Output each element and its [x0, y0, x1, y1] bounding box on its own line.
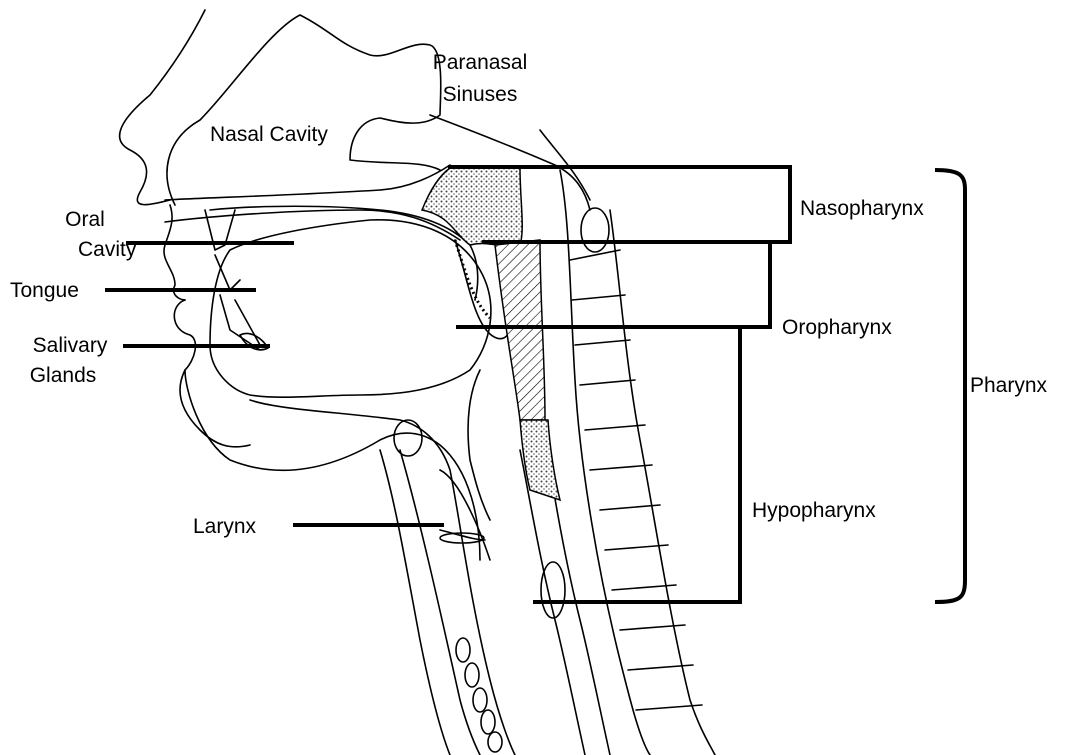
- skull-outline: [167, 15, 441, 205]
- hypopharynx-bracket: [535, 327, 740, 602]
- pharynx-label: Pharynx: [970, 373, 1047, 398]
- paranasal-sinuses-label: Paranasal Sinuses: [410, 50, 550, 107]
- upper-teeth: [205, 210, 240, 290]
- salivary-label-line2: Glands: [20, 363, 106, 388]
- paranasal-label-line1: Paranasal: [410, 50, 550, 75]
- larynx-outline: [440, 470, 490, 560]
- larynx-label: Larynx: [193, 514, 256, 539]
- spine-back: [610, 210, 715, 755]
- tongue-outline: [210, 220, 491, 397]
- oropharynx-label: Oropharynx: [782, 315, 892, 340]
- oral-label-line2: Cavity: [78, 237, 130, 262]
- nasal-cavity-label: Nasal Cavity: [210, 122, 328, 147]
- oral-label-line1: Oral: [40, 207, 130, 232]
- hyoid-bone: [394, 420, 422, 456]
- hypopharynx-tissue: [520, 420, 560, 500]
- paranasal-label-line2: Sinuses: [410, 82, 550, 107]
- neck-inner-1: [380, 450, 450, 755]
- tongue-label: Tongue: [10, 278, 79, 303]
- vertebrae: [570, 250, 702, 710]
- nasopharynx-tissue: [422, 168, 522, 246]
- hypopharynx-label: Hypopharynx: [752, 498, 876, 523]
- pharynx-brace: [935, 170, 965, 602]
- nasal-cavity-line: [165, 165, 450, 200]
- nasopharynx-label: Nasopharynx: [800, 196, 924, 221]
- neck-front: [250, 400, 515, 755]
- spine-front: [560, 170, 650, 755]
- atlas-vertebra: [581, 208, 609, 252]
- pharyngeal-wall: [495, 240, 545, 420]
- hard-palate: [210, 206, 478, 300]
- oral-cavity-label: Oral Cavity: [40, 207, 130, 262]
- neck-inner-2: [400, 450, 480, 755]
- lower-teeth: [220, 295, 260, 350]
- salivary-label-line1: Salivary: [20, 333, 120, 358]
- trachea-rings: [456, 638, 502, 752]
- face-profile-outline: [120, 10, 205, 205]
- salivary-glands-label: Salivary Glands: [20, 333, 120, 388]
